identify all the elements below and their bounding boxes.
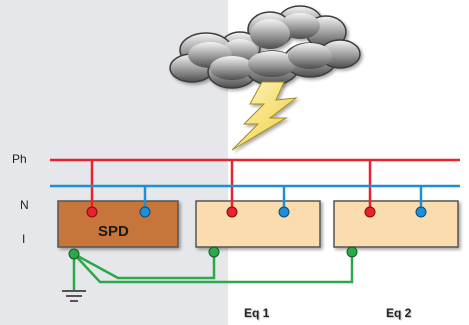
- equipment-1-box: [195, 200, 321, 248]
- spd-box: [57, 200, 179, 248]
- equipment-2-box: [333, 200, 459, 248]
- neutral-terminals: [139, 206, 427, 218]
- phase-terminals: [86, 206, 376, 218]
- equipment-1-label: Eq 1: [244, 306, 270, 320]
- phase-label: Ph: [12, 152, 27, 166]
- ground-symbol-icon: [62, 290, 86, 302]
- storm-cloud-icon: [169, 5, 361, 89]
- earth-terminals: [68, 246, 358, 260]
- line-label: I: [22, 232, 26, 246]
- lightning-bolt-icon: [231, 81, 298, 151]
- equipment-2-label: Eq 2: [386, 306, 412, 320]
- neutral-label: N: [20, 198, 29, 212]
- spd-label: SPD: [98, 223, 129, 240]
- earth-conductor: [72, 252, 354, 290]
